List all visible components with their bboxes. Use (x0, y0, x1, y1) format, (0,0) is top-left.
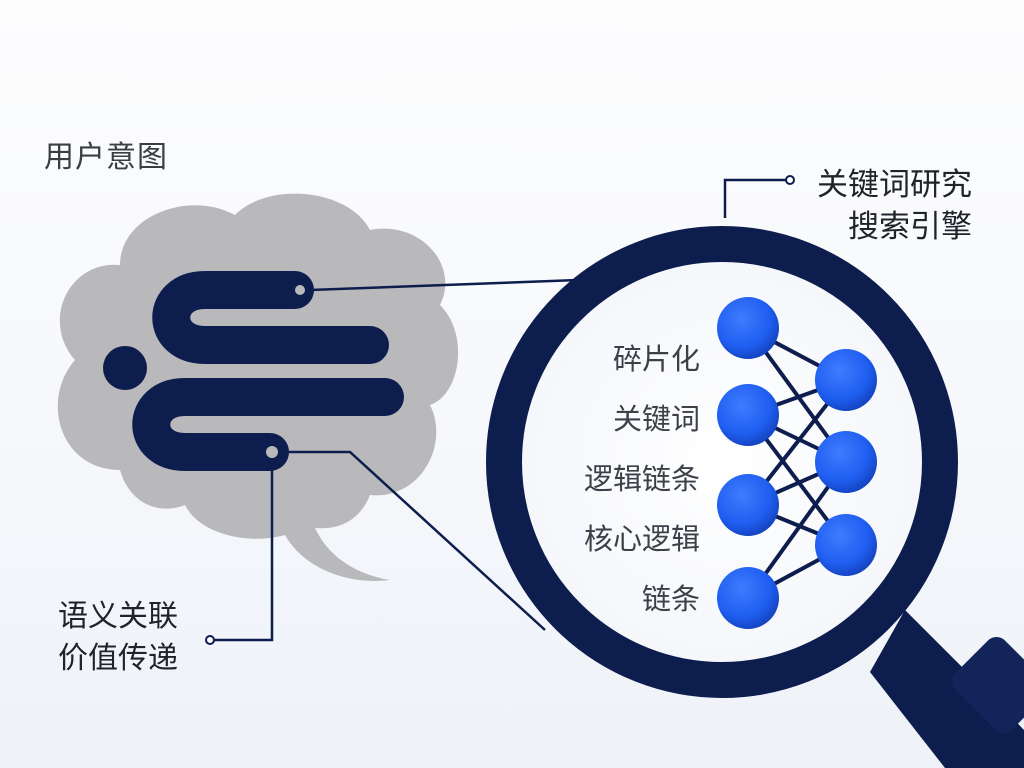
connector-lines (210, 178, 790, 642)
node-label-4: 核心逻辑 (583, 522, 700, 556)
callout-bottom-line1: 语义关联 (58, 599, 178, 634)
callout-top: 关键词研究 搜索引擎 (817, 164, 972, 248)
hidden-node (815, 349, 877, 411)
node-label-1: 碎片化 (612, 342, 700, 376)
network-hidden-nodes (815, 349, 877, 576)
input-node (717, 384, 779, 446)
node-label-5: 链条 (641, 582, 700, 616)
thought-cloud-icon (57, 193, 459, 581)
callout-bottom-line2: 价值传递 (58, 641, 178, 676)
diagram-title: 用户意图 (44, 140, 168, 175)
hidden-node (815, 514, 877, 576)
input-node (717, 297, 779, 359)
neural-network-icon (717, 297, 877, 629)
network-input-nodes (717, 297, 779, 629)
callout-dot-top (785, 175, 795, 185)
callout-top-line2: 搜索引擎 (848, 209, 972, 245)
input-node (717, 567, 779, 629)
node-label-2: 关键词 (612, 402, 700, 436)
callout-dot-bottom (205, 635, 215, 645)
node-label-3: 逻辑链条 (583, 462, 700, 496)
node-labels: 碎片化 关键词 逻辑链条 核心逻辑 链条 (520, 0, 700, 768)
callout-bottom: 语义关联 价值传递 (58, 596, 178, 680)
hidden-node (815, 431, 877, 493)
input-node (717, 474, 779, 536)
callout-top-line1: 关键词研究 (817, 167, 972, 203)
